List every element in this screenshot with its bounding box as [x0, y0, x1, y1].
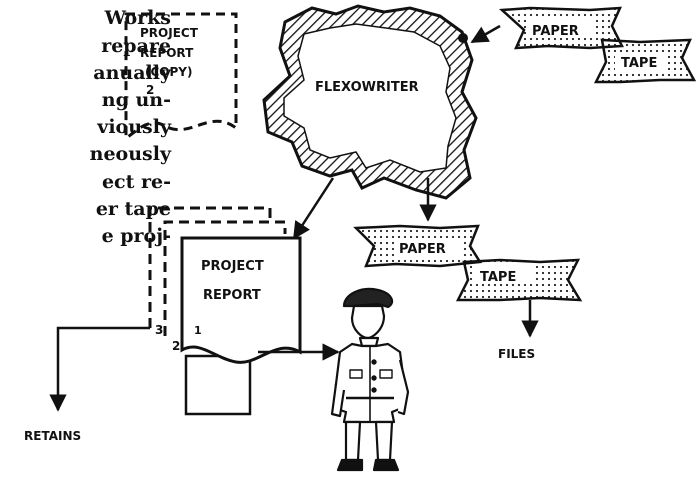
officer-figure [330, 287, 410, 472]
officer-cap [342, 287, 394, 309]
tape-input-port [458, 33, 468, 43]
report-copy-3-outline [148, 206, 272, 328]
copy-doc-line-2: REPORT [140, 46, 194, 60]
retains-arrow [49, 326, 150, 412]
body-text: Works repare anually ng un- viously neou… [90, 7, 172, 247]
body-line-4: ng un- [102, 89, 171, 111]
body-line-2: repare [101, 35, 171, 57]
project-report-copy-document: PROJECT REPORT (COPY) 2 [124, 12, 238, 141]
flexowriter-label: FLEXOWRITER [315, 80, 419, 95]
officer-left-leg [344, 420, 362, 462]
copy-doc-line-3: (COPY) [145, 65, 192, 79]
officer-left-arm [330, 383, 346, 418]
output-tape-paper-label: PAPER [399, 242, 446, 257]
output-paper-tape: PAPER TAPE [353, 224, 583, 302]
officer-head [350, 304, 386, 340]
report-copy-number-1: 1 [194, 324, 202, 337]
output-tape-tape-label: TAPE [480, 270, 516, 285]
report-copy-2-outline [163, 220, 287, 336]
copy-doc-line-4: 2 [146, 83, 154, 97]
body-line-6: neously [90, 143, 172, 165]
officer-left-boot [336, 458, 364, 472]
officer-right-arm [397, 359, 410, 416]
body-line-1: Works [104, 7, 171, 29]
body-line-7: ect re- [102, 171, 171, 193]
officer-right-boot [372, 458, 400, 472]
officer-neck [358, 336, 380, 348]
report-lower-page [184, 354, 252, 416]
report-copy-number-2: 2 [172, 339, 180, 353]
body-line-5: viously [96, 116, 172, 138]
input-tape-paper-label: PAPER [532, 24, 579, 39]
input-tape-tape-label: TAPE [621, 56, 657, 71]
officer-right-leg [374, 420, 394, 462]
body-line-3: anually [93, 62, 172, 84]
files-label: FILES [498, 347, 535, 361]
copy-doc-line-1: PROJECT [140, 26, 199, 40]
report-original-page [180, 236, 302, 364]
flexowriter-machine: FLEXOWRITER [262, 4, 478, 200]
officer-tunic [332, 342, 406, 424]
report-arrow [292, 177, 335, 240]
body-line-8: er tape [96, 198, 171, 220]
input-paper-tape: PAPER TAPE [498, 6, 697, 84]
report-copy-number-3: 3 [155, 323, 163, 337]
retains-label: RETAINS [24, 429, 81, 443]
project-report-stack: PROJECT REPORT 1 2 3 [148, 206, 302, 416]
report-title-line-1: PROJECT [201, 259, 264, 274]
body-line-9: e proj- [102, 225, 171, 247]
input-tape-arrow [470, 24, 501, 44]
report-title-line-2: REPORT [203, 288, 261, 303]
